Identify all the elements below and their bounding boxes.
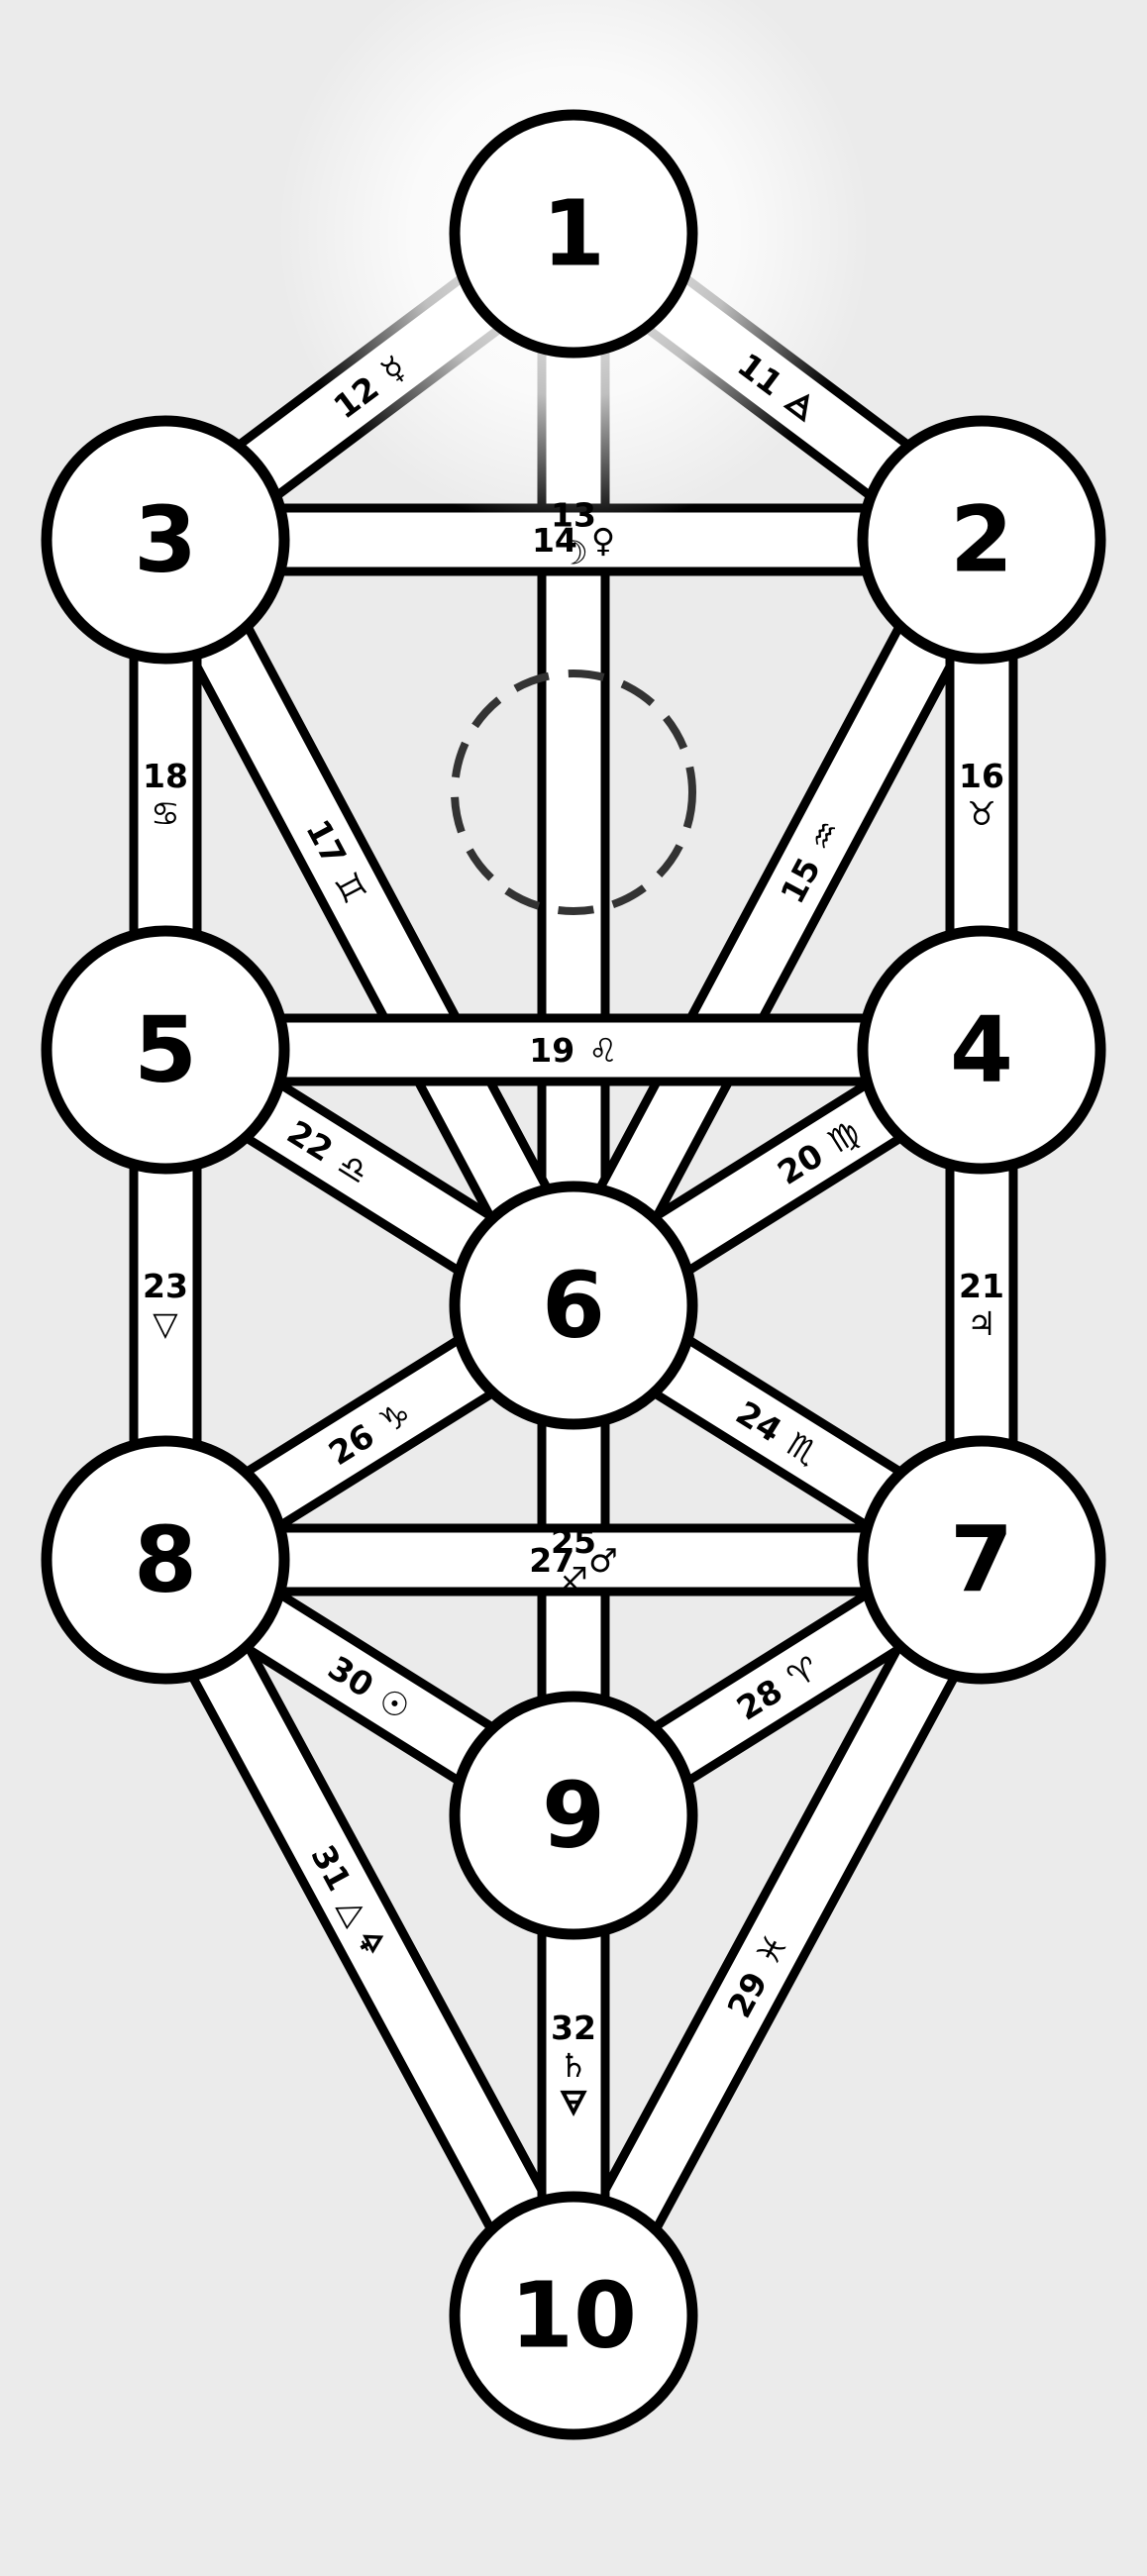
path-symbol: ♐ <box>559 1560 588 1598</box>
sephira-1: 1 <box>449 109 698 359</box>
path-label-13: 13☽ <box>551 495 596 571</box>
sephira-5: 5 <box>41 925 290 1175</box>
sephira-2: 2 <box>857 415 1106 665</box>
path-symbol: ♋ <box>151 794 180 833</box>
path-number: 13 <box>551 495 596 534</box>
path-label-27: 27 ♂ <box>529 1541 618 1580</box>
path-symbol: ♂ <box>588 1541 618 1580</box>
sephira-3: 3 <box>41 415 290 665</box>
sephira-8: 8 <box>41 1435 290 1685</box>
sephira-9: 9 <box>449 1691 698 1940</box>
path-symbol: ▽ <box>153 1304 178 1343</box>
path-symbol: ☽ <box>559 533 588 571</box>
sephira-number: 8 <box>134 1507 197 1613</box>
sephira-4: 4 <box>857 925 1106 1175</box>
path-number-symbol: 19 ♌ <box>529 1031 618 1070</box>
sephira-number: 5 <box>134 997 197 1103</box>
path-number: 32 <box>551 2009 596 2047</box>
path-label-21: 21♃ <box>959 1267 1004 1343</box>
sephira-number: 2 <box>950 487 1013 593</box>
path-number: 18 <box>143 757 188 795</box>
sephira-number: 10 <box>510 2263 637 2369</box>
path-label-16: 16♉ <box>959 757 1004 833</box>
sephira-7: 7 <box>857 1435 1106 1685</box>
path-number: 16 <box>959 757 1004 795</box>
path-label-23: 23▽ <box>143 1267 188 1343</box>
sephira-number: 3 <box>134 487 197 593</box>
path-number: 25 <box>551 1522 596 1561</box>
path-number: 23 <box>143 1267 188 1305</box>
sephira-number: 9 <box>542 1763 605 1869</box>
path-symbol: ♀ <box>591 521 615 560</box>
sephira-number: 6 <box>542 1253 605 1359</box>
path-symbol: ♄ <box>559 2046 588 2085</box>
path-symbol: ♃ <box>967 1304 996 1343</box>
path-symbol: 🜃 <box>560 2084 588 2122</box>
sephira-6: 6 <box>449 1181 698 1430</box>
path-label-19: 19 ♌ <box>529 1031 618 1070</box>
path-symbol: ♉ <box>967 794 996 833</box>
path-number-symbol: 27 ♂ <box>529 1541 618 1580</box>
path-number: 14 <box>532 521 577 560</box>
path-number: 19 <box>529 1031 574 1070</box>
path-label-18: 18♋ <box>143 757 188 833</box>
path-label-32: 32♄🜃 <box>551 2009 596 2122</box>
path-number: 27 <box>529 1541 574 1580</box>
sephira-number: 4 <box>950 997 1013 1103</box>
path-label-25: 25♐ <box>551 1522 596 1598</box>
path-number-symbol: 14 ♀ <box>532 521 615 560</box>
path-symbol: ♌ <box>588 1031 618 1070</box>
sephira-10: 10 <box>449 2191 698 2440</box>
path-label-14: 14 ♀ <box>532 521 615 560</box>
sephira-number: 7 <box>950 1507 1013 1613</box>
path-number: 21 <box>959 1267 1004 1305</box>
sephira-number: 1 <box>542 181 605 287</box>
daath-hidden-sephira <box>451 670 696 915</box>
